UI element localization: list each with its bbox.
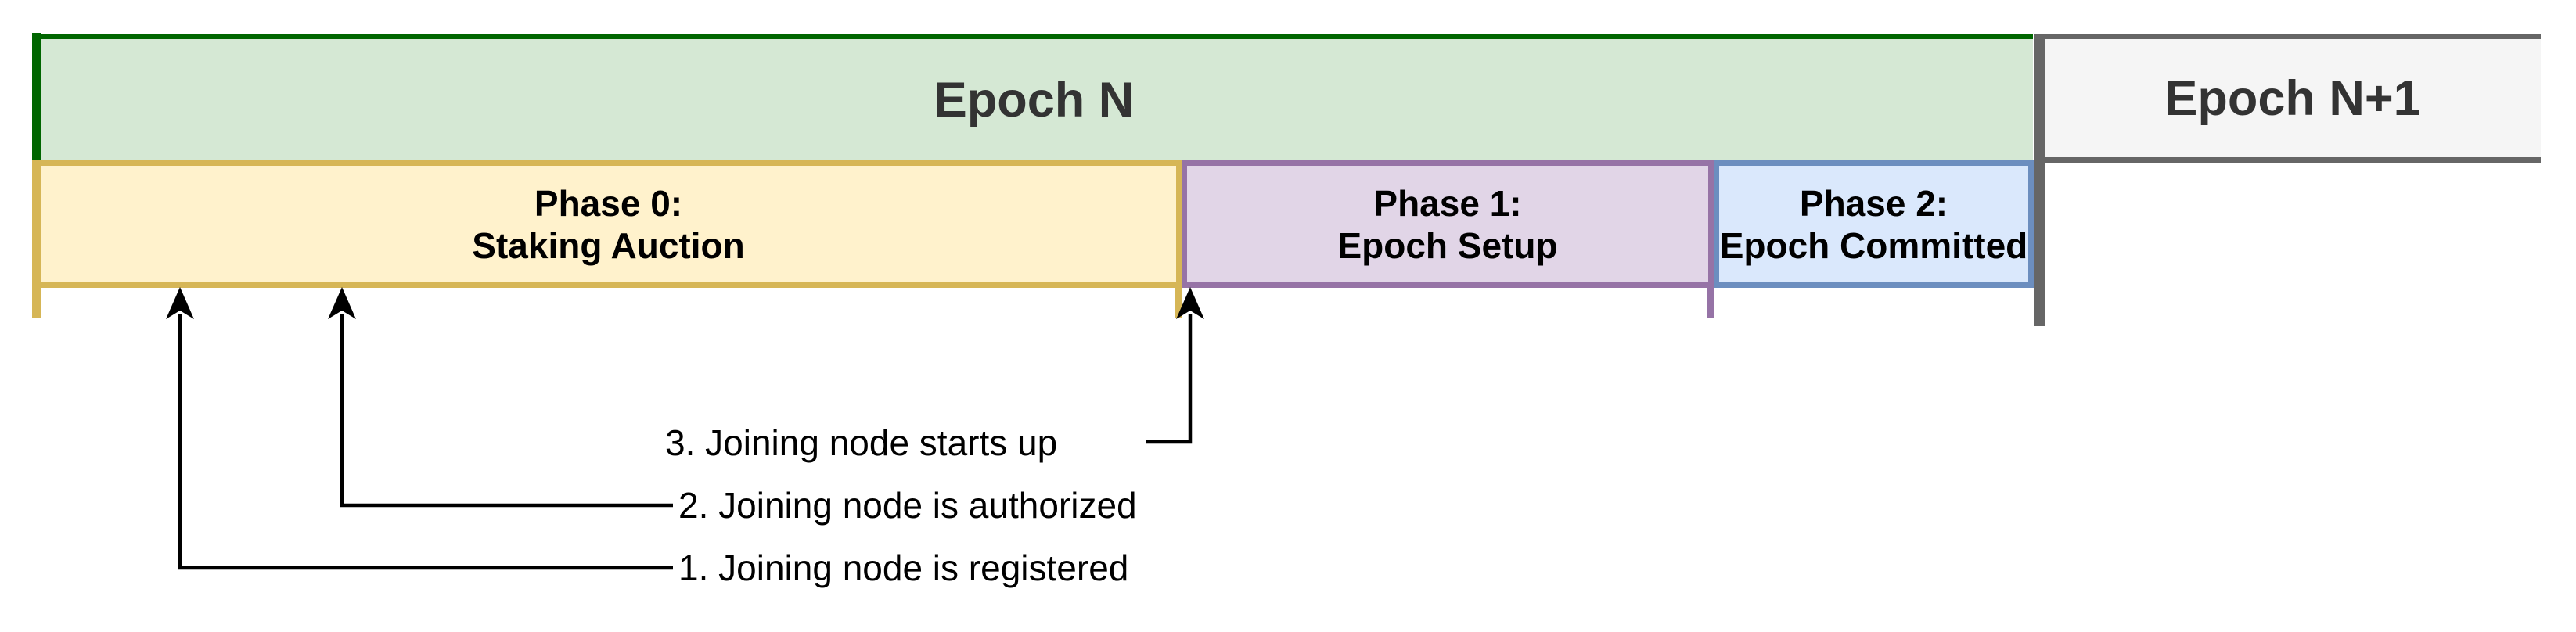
epoch-n1-label: Epoch N+1: [2164, 70, 2421, 126]
arrow-up-icon: [328, 287, 356, 319]
epoch-n-label: Epoch N: [934, 72, 1135, 127]
phase2-box: Phase 2: Epoch Committed: [1714, 160, 2034, 288]
epoch-n1-bar: Epoch N+1: [2045, 34, 2541, 163]
epoch-start-marker-green: [32, 33, 41, 160]
event-2-label: 2. Joining node is authorized: [678, 485, 1137, 526]
phase1-end-tick: [1707, 288, 1714, 318]
phase1-box: Phase 1: Epoch Setup: [1182, 160, 1714, 288]
event-1-arrow-line: [178, 314, 673, 570]
phase2-subtitle: Epoch Committed: [1719, 224, 2028, 266]
phase1-subtitle: Epoch Setup: [1337, 224, 1558, 266]
phase0-end-tick: [1175, 288, 1182, 318]
arrow-up-icon: [166, 287, 194, 319]
phase2-title: Phase 2:: [1799, 182, 1948, 224]
event-2-arrow-line: [340, 314, 673, 508]
event-3-arrow-line: [1146, 314, 1193, 444]
event-1-arrow: [166, 287, 673, 570]
event-3-label: 3. Joining node starts up: [665, 422, 1058, 463]
phase1-title: Phase 1:: [1373, 182, 1522, 224]
phase0-box: Phase 0: Staking Auction: [35, 160, 1182, 288]
epoch-boundary-divider: [2034, 34, 2045, 326]
phase0-title: Phase 0:: [534, 182, 683, 224]
event-1-label: 1. Joining node is registered: [678, 548, 1129, 588]
arrow-up-icon: [1176, 287, 1204, 319]
phase0-subtitle: Staking Auction: [472, 224, 745, 266]
event-2-arrow: [328, 287, 673, 508]
epoch-n-bar: Epoch N: [35, 34, 2033, 160]
event-3-arrow: [1146, 287, 1204, 444]
